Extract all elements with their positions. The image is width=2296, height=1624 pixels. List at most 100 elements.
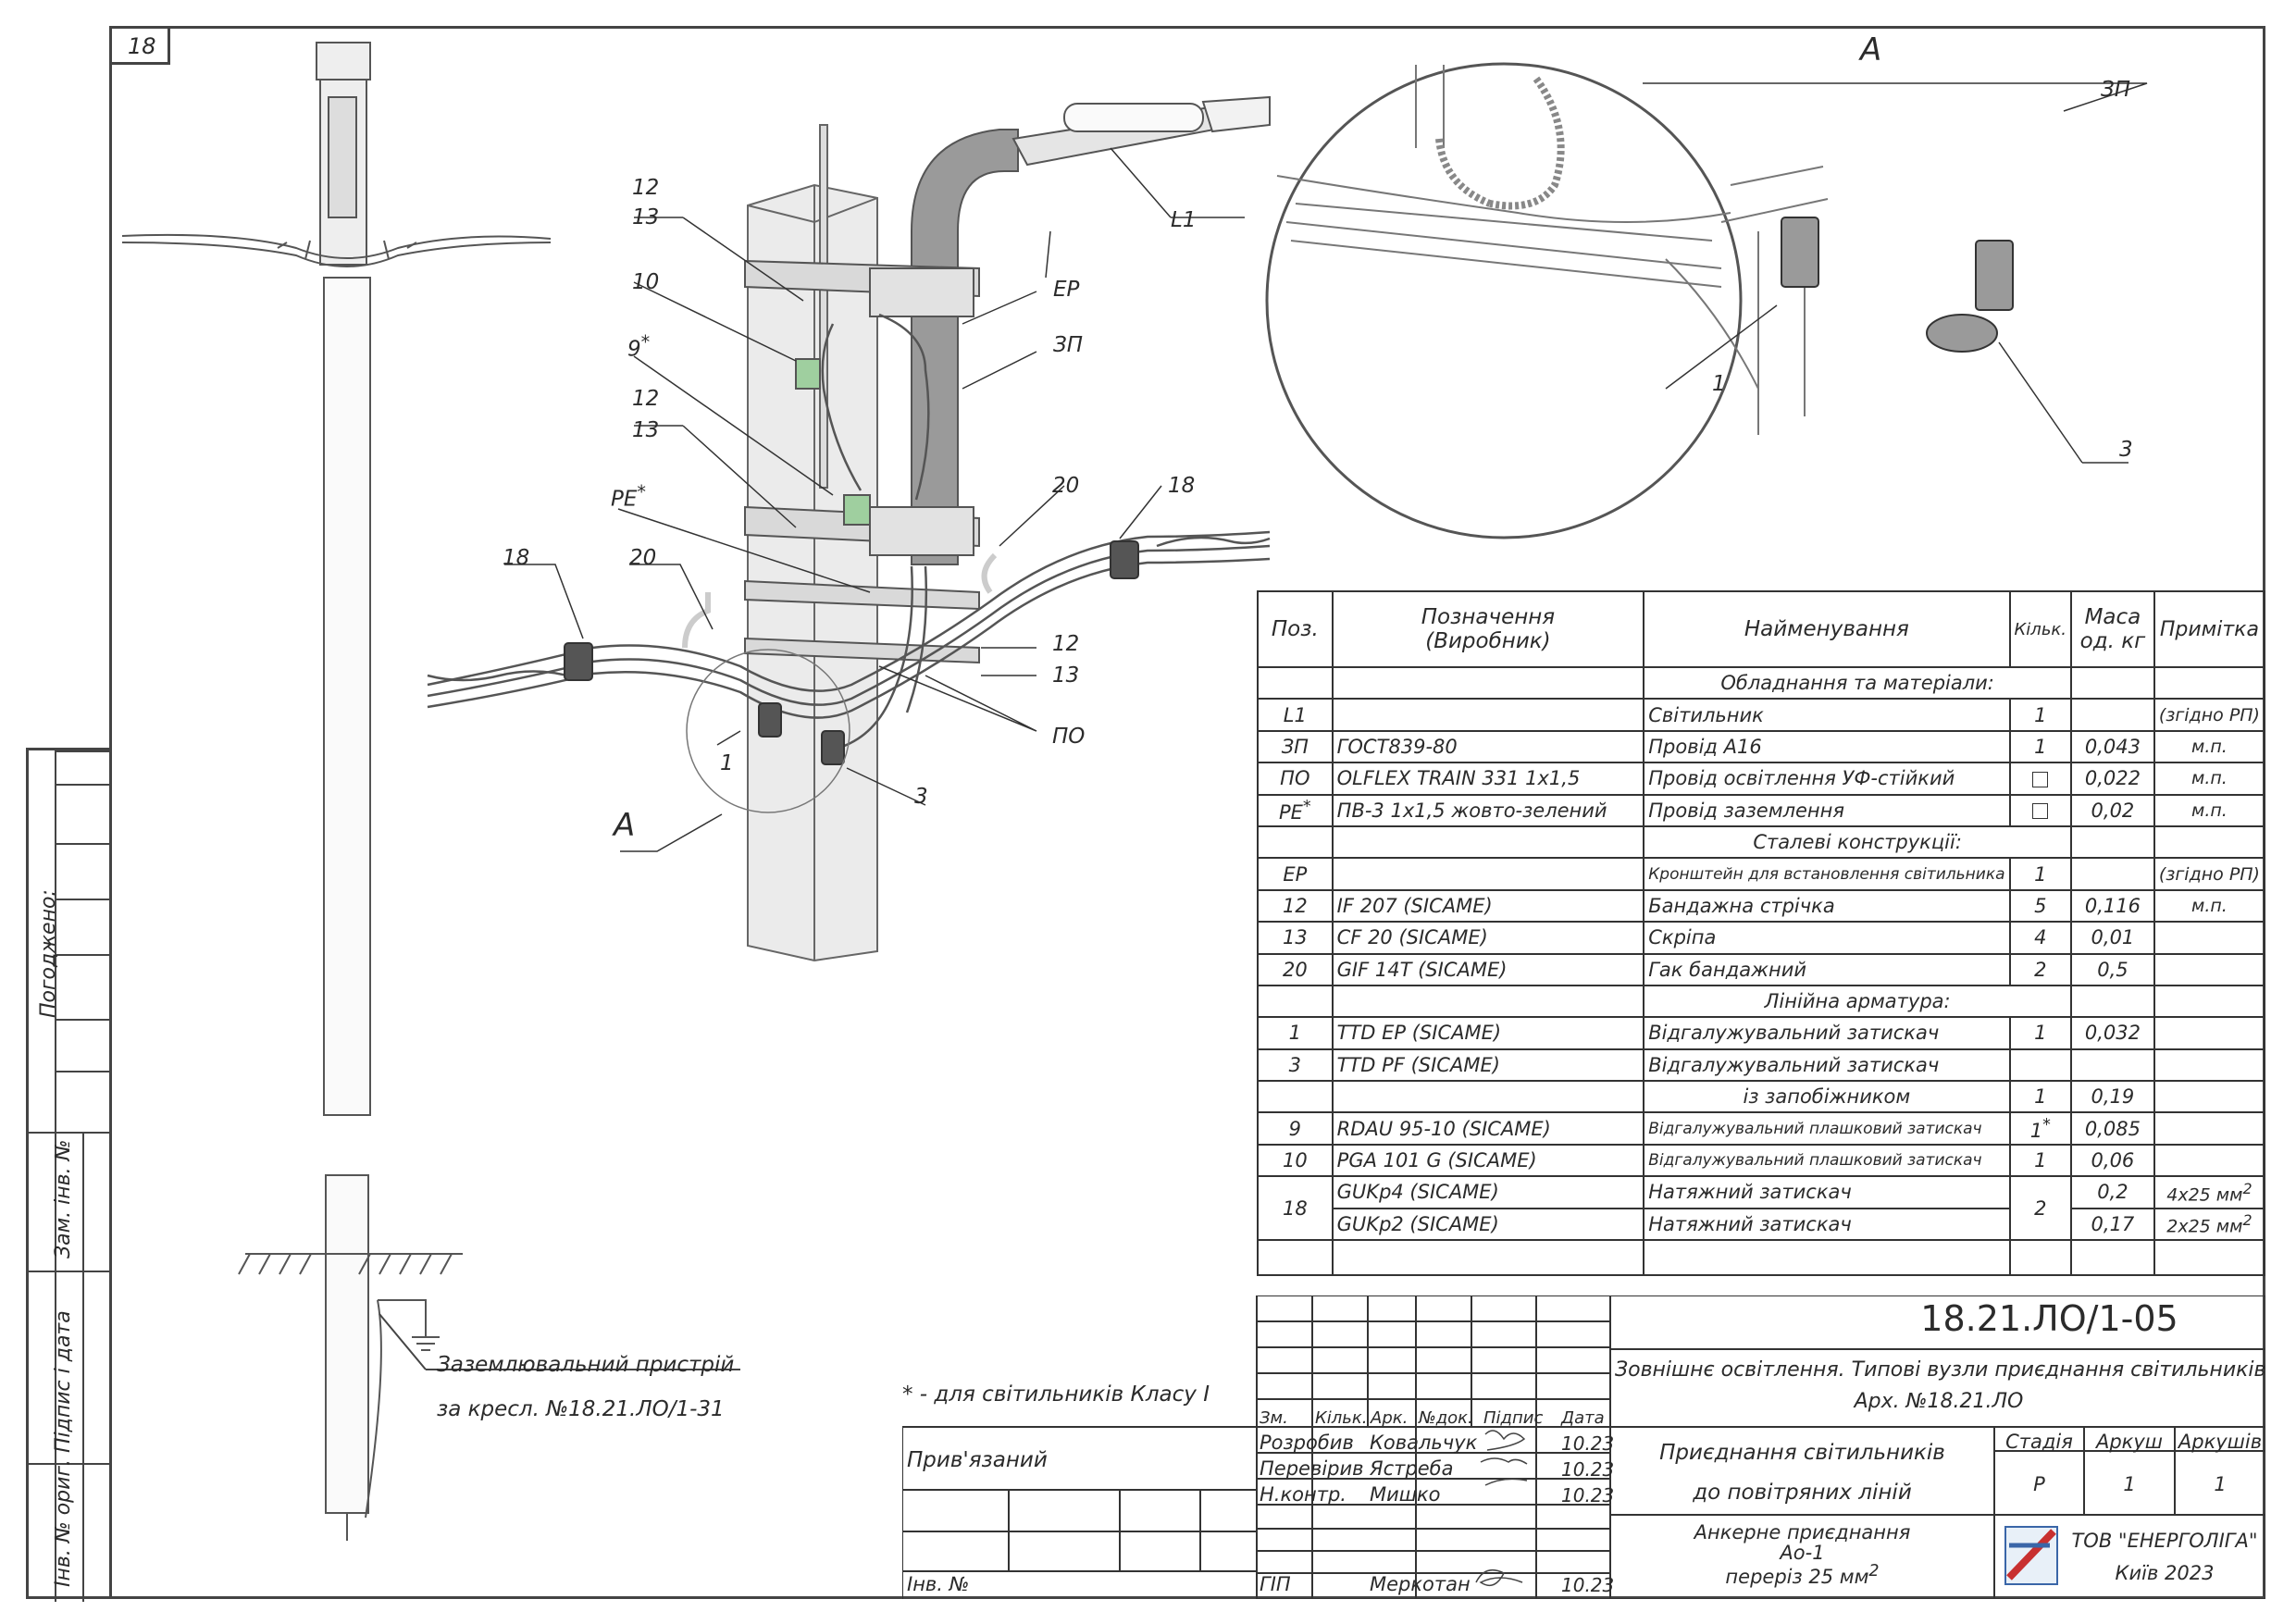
section-steel: Сталеві конструкції:	[1643, 824, 2073, 860]
header-qty: Кільк.	[2008, 590, 2073, 668]
name-developer: Ковальчук	[1370, 1432, 1478, 1454]
grounding-note-line1: Заземлювальний пристрій	[437, 1353, 735, 1377]
header-note: Примітка	[2153, 590, 2266, 668]
role-developer: Розробив	[1260, 1432, 1354, 1454]
col-qty: Кільк.	[1315, 1408, 1368, 1428]
company-logo	[2004, 1526, 2058, 1585]
sheet-value: 1	[2123, 1473, 2136, 1495]
col-zm: Зм.	[1260, 1408, 1288, 1428]
name-gip: Меркотан	[1370, 1573, 1471, 1595]
archive-no: Арх. №18.21.ЛО	[1854, 1390, 2024, 1413]
col-date: Дата	[1561, 1408, 1605, 1428]
detail-callout-3: 3	[2119, 438, 2133, 462]
role-checker: Перевірив	[1260, 1457, 1364, 1480]
col-docno: №док.	[1419, 1408, 1473, 1428]
date-normcontrol: 10.23	[1561, 1484, 1615, 1506]
qty-checkbox	[2032, 803, 2049, 820]
title-block-grid	[902, 1295, 2265, 1599]
subtitle-1: Анкерне приєднання	[1694, 1521, 1911, 1543]
role-normcontrol: Н.контр.	[1260, 1483, 1347, 1506]
title-block: 18.21.ЛО/1-05 Зовнішнє освітлення. Типов…	[902, 1295, 2265, 1599]
sheet-label: Аркуш	[2095, 1431, 2164, 1453]
date-developer: 10.23	[1561, 1432, 1615, 1455]
detail-callout-1: 1	[1712, 372, 1726, 396]
section-equipment: Обладнання та матеріали:	[1643, 665, 2073, 700]
drawing-name-2: до повітряних ліній	[1693, 1481, 1912, 1505]
callout-20-right: 20	[1052, 474, 1080, 498]
header-designation: Позначення(Виробник)	[1331, 590, 1645, 668]
callout-12-mid: 12	[632, 387, 660, 411]
city-year: Київ 2023	[2115, 1562, 2215, 1584]
callout-12-top: 12	[632, 176, 660, 200]
callout-10: 10	[632, 270, 660, 294]
approval-strip	[26, 748, 112, 1602]
pole-3d	[747, 124, 878, 962]
bands	[744, 259, 980, 664]
callout-3: 3	[914, 785, 928, 809]
project-title: Зовнішнє освітлення. Типові вузли приєдн…	[1615, 1358, 2266, 1382]
callout-zp: ЗП	[1053, 333, 1084, 357]
role-gip: ГІП	[1260, 1573, 1291, 1595]
cable-clamps	[564, 540, 1139, 765]
detail-callout-zp: ЗП	[2101, 78, 2131, 102]
section-row: Обладнання та матеріали:	[1257, 665, 2266, 700]
grounding-note-line2: за кресл. №18.21.ЛО/1-31	[437, 1397, 725, 1421]
detail-view-a	[1265, 62, 2014, 539]
company-name: ТОВ "ЕНЕРГОЛІГА"	[2071, 1530, 2258, 1552]
callout-po: ПО	[1052, 725, 1086, 749]
lamp-bracket	[911, 95, 1271, 565]
qty-checkbox	[2032, 771, 2049, 787]
doc-code: 18.21.ЛО/1-05	[1920, 1298, 2178, 1339]
header-pos: Поз.	[1257, 590, 1334, 668]
name-normcontrol: Мишко	[1370, 1483, 1441, 1506]
detail-a-label: A	[614, 807, 636, 844]
pole-elevation	[121, 42, 740, 1541]
date-checker: 10.23	[1561, 1458, 1615, 1481]
table-row-empty	[1257, 1239, 2266, 1277]
footnote: * - для світильників Класу I	[902, 1382, 1210, 1407]
section-line: Лінійна арматура:	[1643, 984, 2073, 1019]
leader-lines	[504, 82, 2148, 852]
header-name: Найменування	[1643, 590, 2011, 668]
sheets-label: Аркушів	[2178, 1431, 2263, 1453]
stage-label: Стадія	[2005, 1431, 2073, 1453]
section-row: Сталеві конструкції:	[1257, 824, 2266, 860]
drawing-name-1: Приєднання світильників	[1659, 1441, 1945, 1465]
col-sheet: Арк.	[1371, 1408, 1409, 1428]
detail-view-title: A	[1860, 31, 1882, 68]
callout-13-mid: 13	[632, 418, 660, 442]
sheets-value: 1	[2214, 1473, 2227, 1495]
signatures	[1475, 1430, 1528, 1587]
callout-l1: L1	[1171, 208, 1197, 232]
callout-1: 1	[720, 751, 734, 775]
name-checker: Ястреба	[1370, 1457, 1454, 1480]
callout-13-top: 13	[632, 205, 660, 229]
callout-12-bottom: 12	[1052, 632, 1080, 656]
callout-18-left: 18	[503, 546, 530, 570]
section-row: Лінійна арматура:	[1257, 984, 2266, 1019]
inv-no-label: Інв. №	[907, 1573, 970, 1595]
sheet-number: 18	[111, 28, 170, 65]
callout-pe: PE*	[611, 481, 646, 512]
callout-20-left: 20	[629, 546, 657, 570]
callout-9: 9*	[627, 331, 651, 362]
bound-label: Прив'язаний	[907, 1448, 1048, 1472]
callout-13-bottom: 13	[1052, 663, 1080, 688]
specification-table: Поз. Позначення(Виробник) Найменування К…	[1257, 590, 2266, 1277]
subtitle-2: Ао-1	[1780, 1542, 1825, 1564]
